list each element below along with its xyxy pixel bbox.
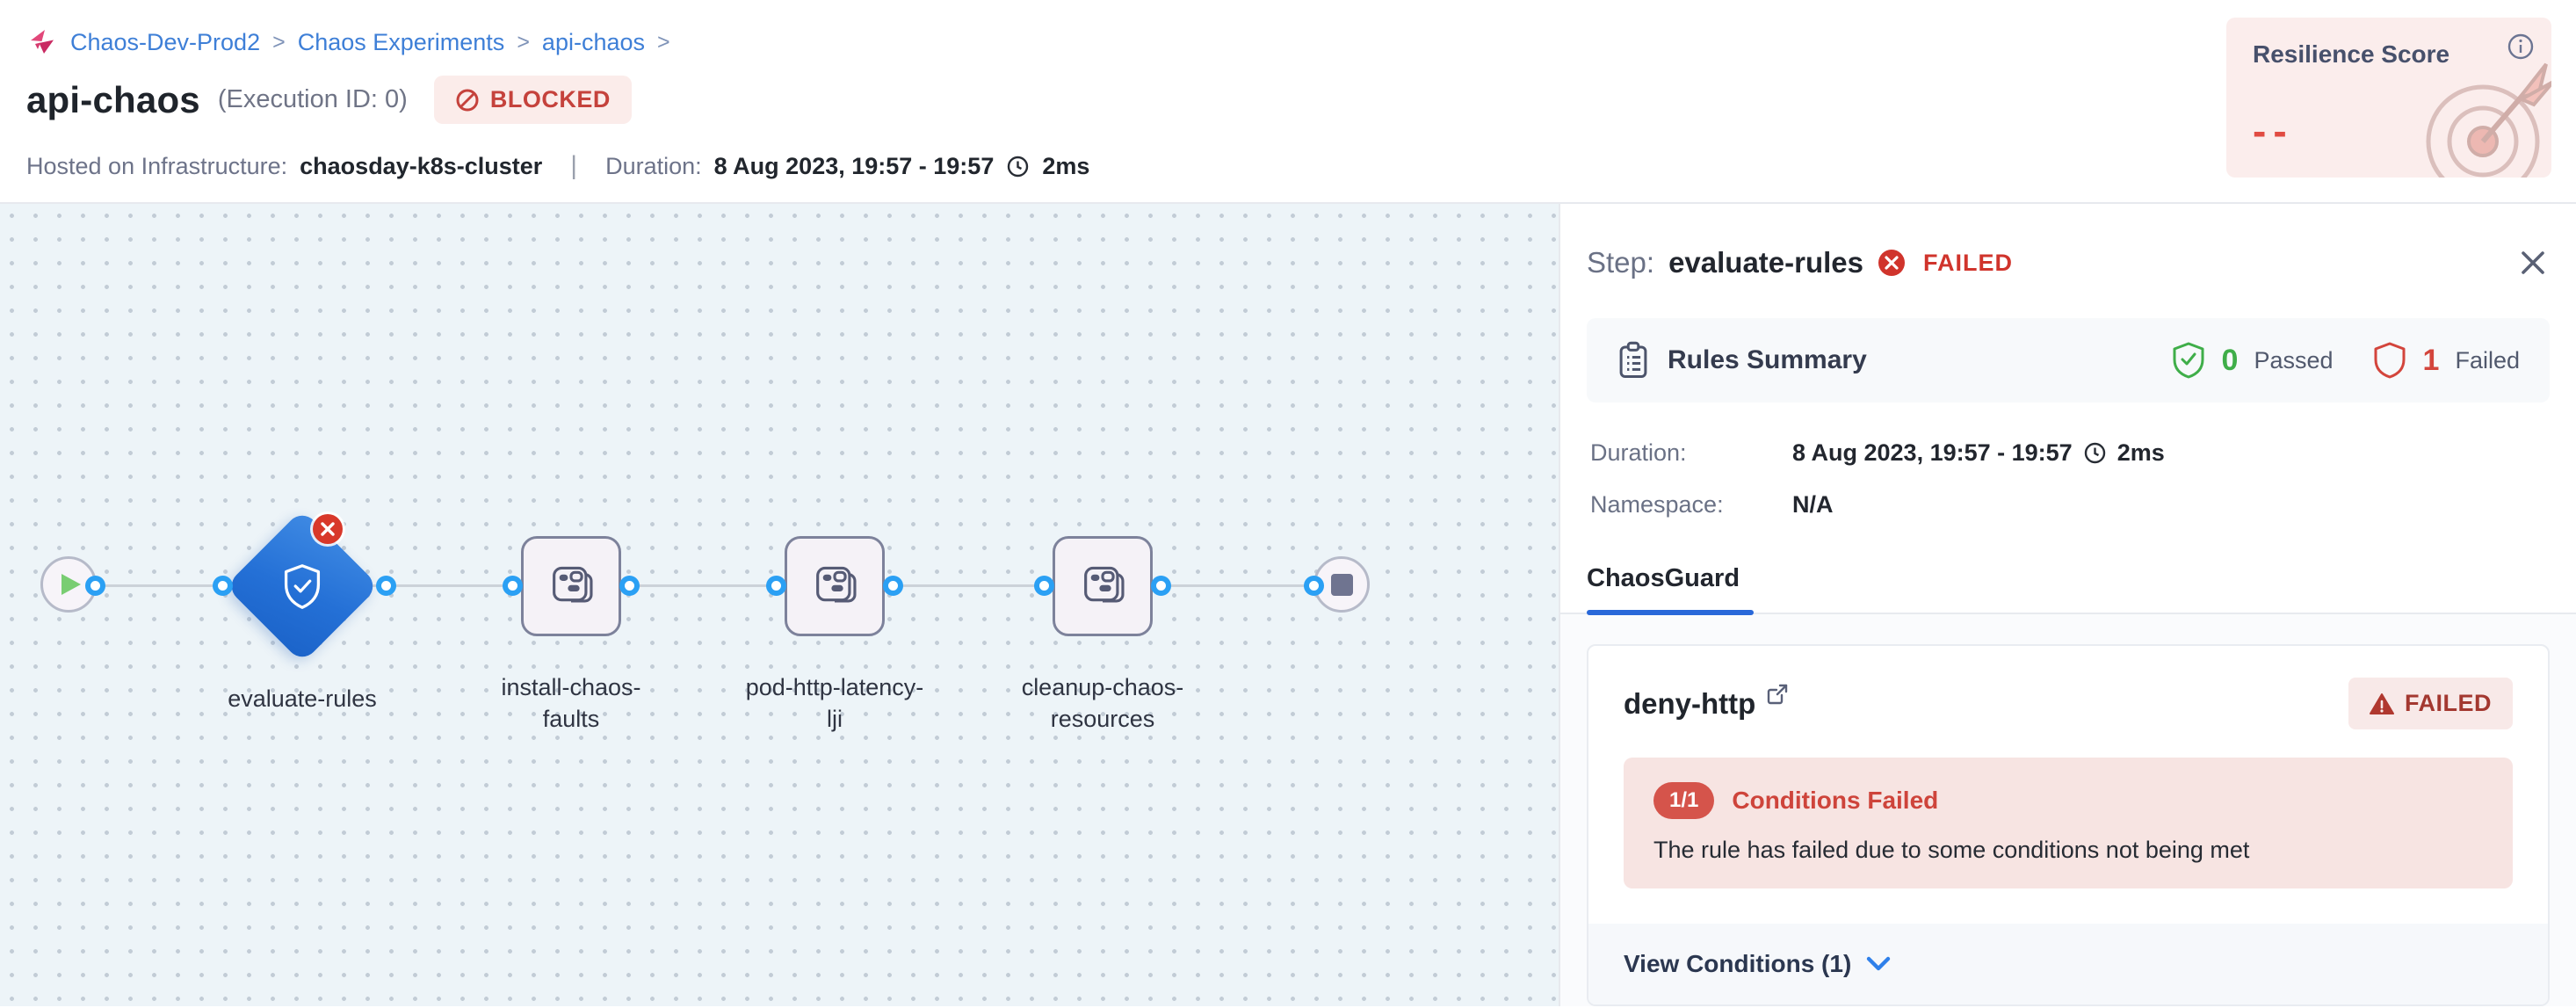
tab-active-indicator (1587, 610, 1754, 615)
infra-label: Hosted on Infrastructure: (26, 152, 288, 179)
port-cleanup-out (1151, 576, 1171, 596)
port-stop-in (1304, 576, 1324, 596)
conditions-failed-alert: 1/1 Conditions Failed The rule has faile… (1624, 758, 2513, 888)
infra-value: chaosday-k8s-cluster (300, 152, 543, 179)
conditions-count-badge: 1/1 (1653, 782, 1715, 819)
rule-card-deny-http: deny-http (1587, 644, 2550, 1006)
rule-status-badge: FAILED (2348, 678, 2513, 729)
status-badge-blocked: BLOCKED (433, 76, 632, 124)
port-start-out (85, 576, 105, 596)
panel-duration-label: Duration: (1590, 439, 1687, 466)
conditions-failed-title: Conditions Failed (1732, 787, 1939, 814)
namespace-label: Namespace: (1590, 491, 1724, 518)
shield-fail-icon (2372, 341, 2407, 380)
view-conditions-toggle[interactable]: View Conditions (1) (1588, 924, 2548, 1004)
step-details-panel: Step: evaluate-rules FAILED (1559, 204, 2576, 1006)
node-label-cleanup-chaos-resources: cleanup-chaos-resources (1021, 674, 1184, 733)
target-illustration (2414, 47, 2551, 178)
breadcrumb-experiment[interactable]: api-chaos (541, 28, 645, 55)
node-label-install-chaos-faults: install-chaos-faults (501, 674, 641, 733)
shield-pass-icon (2171, 341, 2206, 380)
meta-divider: | (570, 151, 578, 180)
resilience-score-value: -- (2253, 108, 2294, 154)
port-cleanup-in (1034, 576, 1054, 596)
warning-icon (2369, 693, 2394, 715)
duration-row: Duration: 8 Aug 2023, 19:57 - 19:57 2ms (1560, 439, 2576, 467)
node-pod-http-latency[interactable] (785, 536, 885, 636)
duration-ms: 2ms (1042, 152, 1090, 179)
node-evaluate-rules[interactable] (225, 509, 380, 664)
node-error-badge (313, 514, 343, 544)
panel-duration-ms: 2ms (2117, 439, 2165, 466)
resilience-score-card: Resilience Score -- (2226, 18, 2551, 178)
stop-icon (1330, 573, 1353, 596)
step-group-icon (546, 561, 597, 612)
step-name: evaluate-rules (1668, 246, 1864, 279)
failed-label: Failed (2455, 346, 2520, 373)
tab-chaosguard[interactable]: ChaosGuard (1587, 564, 1754, 615)
rules-summary-title: Rules Summary (1668, 345, 1867, 374)
breadcrumb-separator: > (517, 29, 530, 54)
step-group-icon (1077, 561, 1128, 612)
panel-duration-value: 8 Aug 2023, 19:57 - 19:57 (1792, 439, 2073, 466)
step-status: FAILED (1923, 249, 2014, 276)
port-evaluate-in (213, 576, 233, 596)
passed-label: Passed (2254, 346, 2334, 373)
duration-value: 8 Aug 2023, 19:57 - 19:57 (713, 152, 995, 179)
port-install-out (619, 576, 640, 596)
clipboard-icon (1617, 341, 1650, 380)
pipeline-canvas[interactable]: evaluate-rules install-chaos-faults (0, 204, 1559, 1006)
blocked-icon (455, 88, 480, 112)
conditions-failed-message: The rule has failed due to some conditio… (1653, 837, 2250, 863)
clock-icon (2083, 441, 2107, 465)
breadcrumb: Chaos-Dev-Prod2 > Chaos Experiments > ap… (26, 26, 670, 58)
page-title: api-chaos (26, 78, 200, 120)
experiment-meta: Hosted on Infrastructure: chaosday-k8s-c… (26, 151, 1089, 181)
node-install-chaos-faults[interactable] (521, 536, 621, 636)
rule-name[interactable]: deny-http (1624, 686, 1756, 720)
execution-id: (Execution ID: 0) (217, 85, 408, 113)
port-pod-in (766, 576, 786, 596)
chaos-module-icon (26, 26, 58, 58)
failed-badge-icon (1878, 249, 1906, 277)
close-icon[interactable] (2516, 246, 2550, 279)
breadcrumb-separator: > (657, 29, 670, 54)
node-cleanup-chaos-resources[interactable] (1053, 536, 1153, 636)
play-icon (60, 572, 83, 597)
breadcrumb-project[interactable]: Chaos-Dev-Prod2 (70, 28, 261, 55)
breadcrumb-experiments[interactable]: Chaos Experiments (297, 28, 505, 55)
chevron-down-icon (1865, 954, 1892, 974)
duration-label: Duration: (605, 152, 702, 179)
step-label: Step: (1587, 246, 1655, 279)
page-header: Chaos-Dev-Prod2 > Chaos Experiments > ap… (0, 0, 2576, 204)
info-icon[interactable] (2506, 32, 2536, 66)
step-group-icon (809, 561, 860, 612)
view-conditions-label: View Conditions (1) (1624, 950, 1852, 977)
passed-count: 0 (2221, 343, 2239, 377)
external-link-icon[interactable] (1766, 683, 1789, 710)
pipeline-connector (68, 584, 1342, 587)
port-pod-out (883, 576, 903, 596)
breadcrumb-separator: > (272, 29, 286, 54)
node-label-evaluate-rules: evaluate-rules (228, 685, 377, 712)
failed-count: 1 (2422, 343, 2440, 377)
port-install-in (503, 576, 523, 596)
resilience-score-title: Resilience Score (2253, 40, 2450, 68)
clock-icon (1006, 155, 1030, 178)
namespace-row: Namespace: N/A (1560, 491, 2576, 519)
chaosguard-tab-content: deny-http (1560, 614, 2576, 1006)
panel-tabs: ChaosGuard (1560, 564, 2576, 615)
namespace-value: N/A (1792, 491, 1834, 518)
port-evaluate-out (376, 576, 396, 596)
node-label-pod-http-latency: pod-http-latency-lji (745, 674, 924, 733)
rules-summary-card: Rules Summary 0 Passed 1 Failed (1587, 318, 2550, 402)
